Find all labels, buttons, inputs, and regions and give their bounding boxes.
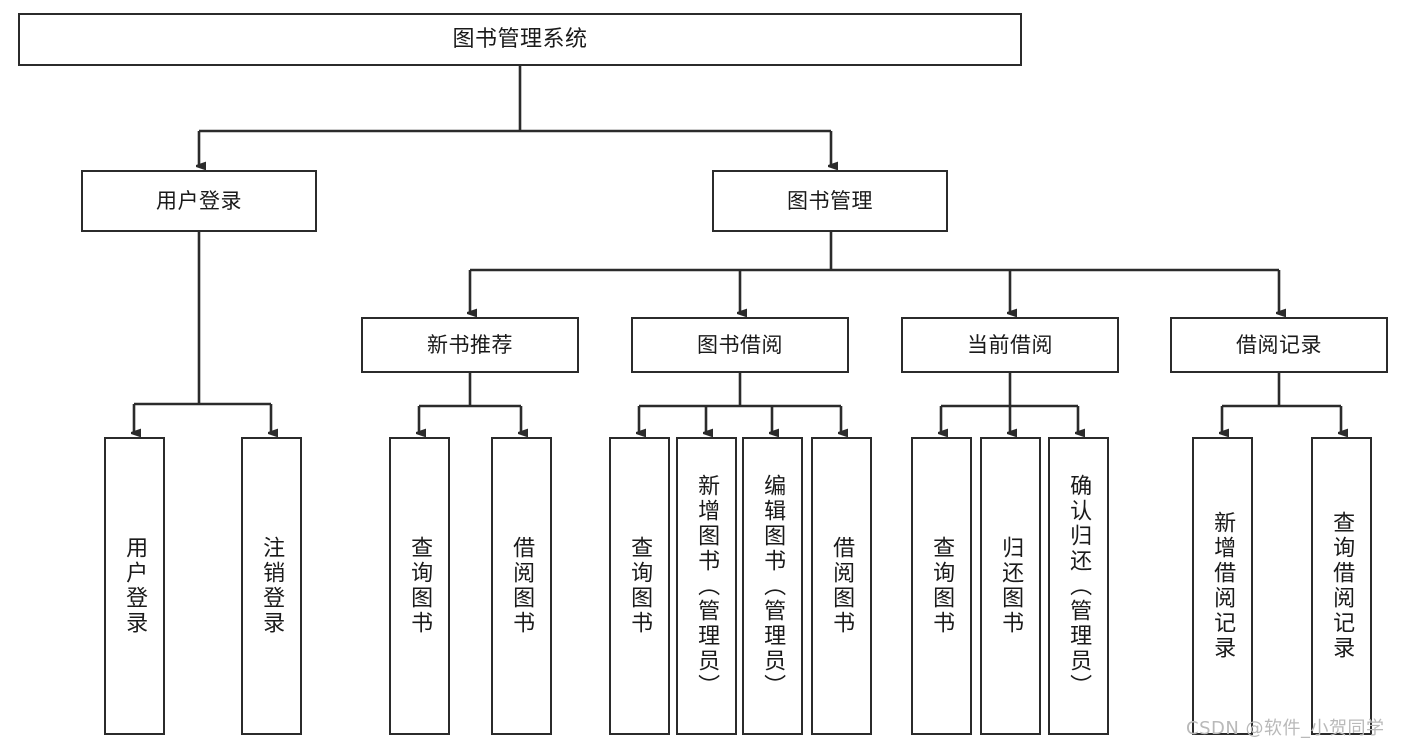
node-label: 查询借阅记录 xyxy=(1329,511,1355,661)
node-leaf-query-book-3[interactable]: 查询图书 xyxy=(911,437,972,735)
node-leaf-return-book[interactable]: 归还图书 xyxy=(980,437,1041,735)
node-label: 查询图书 xyxy=(407,536,433,636)
node-label: 确认归还（管理员） xyxy=(1066,473,1092,699)
node-leaf-query-book-1[interactable]: 查询图书 xyxy=(389,437,450,735)
node-label: 借阅图书 xyxy=(509,536,535,636)
node-label: 当前借阅 xyxy=(967,332,1053,357)
node-label: 查询图书 xyxy=(929,536,955,636)
node-book-borrow[interactable]: 图书借阅 xyxy=(631,317,849,373)
node-label: 编辑图书（管理员） xyxy=(760,473,786,699)
node-label: 图书借阅 xyxy=(697,332,783,357)
node-leaf-borrow-book-1[interactable]: 借阅图书 xyxy=(491,437,552,735)
node-leaf-confirm-return-admin[interactable]: 确认归还（管理员） xyxy=(1048,437,1109,735)
node-label: 用户登录 xyxy=(122,536,148,636)
node-label: 新增图书（管理员） xyxy=(694,473,720,699)
node-leaf-add-book-admin[interactable]: 新增图书（管理员） xyxy=(676,437,737,735)
node-leaf-query-borrow-record[interactable]: 查询借阅记录 xyxy=(1311,437,1372,735)
node-label: 用户登录 xyxy=(156,188,242,213)
node-leaf-user-login[interactable]: 用户登录 xyxy=(104,437,165,735)
node-leaf-logout-login[interactable]: 注销登录 xyxy=(241,437,302,735)
node-leaf-query-book-2[interactable]: 查询图书 xyxy=(609,437,670,735)
node-leaf-add-borrow-record[interactable]: 新增借阅记录 xyxy=(1192,437,1253,735)
node-label: 新书推荐 xyxy=(427,332,513,357)
node-leaf-edit-book-admin[interactable]: 编辑图书（管理员） xyxy=(742,437,803,735)
node-label: 图书管理系统 xyxy=(452,26,588,52)
node-label: 新增借阅记录 xyxy=(1210,511,1236,661)
node-label: 归还图书 xyxy=(998,536,1024,636)
node-root-book-management-system[interactable]: 图书管理系统 xyxy=(18,13,1022,66)
node-user-login[interactable]: 用户登录 xyxy=(81,170,317,232)
node-book-management[interactable]: 图书管理 xyxy=(712,170,948,232)
node-label: 借阅图书 xyxy=(829,536,855,636)
node-label: 图书管理 xyxy=(787,188,873,213)
node-new-book-recommend[interactable]: 新书推荐 xyxy=(361,317,579,373)
node-current-borrow[interactable]: 当前借阅 xyxy=(901,317,1119,373)
node-label: 查询图书 xyxy=(627,536,653,636)
watermark-text: CSDN @软件_小贺同学 xyxy=(1186,718,1385,739)
node-label: 注销登录 xyxy=(259,536,285,636)
node-leaf-borrow-book-2[interactable]: 借阅图书 xyxy=(811,437,872,735)
node-borrow-record[interactable]: 借阅记录 xyxy=(1170,317,1388,373)
node-label: 借阅记录 xyxy=(1236,332,1322,357)
